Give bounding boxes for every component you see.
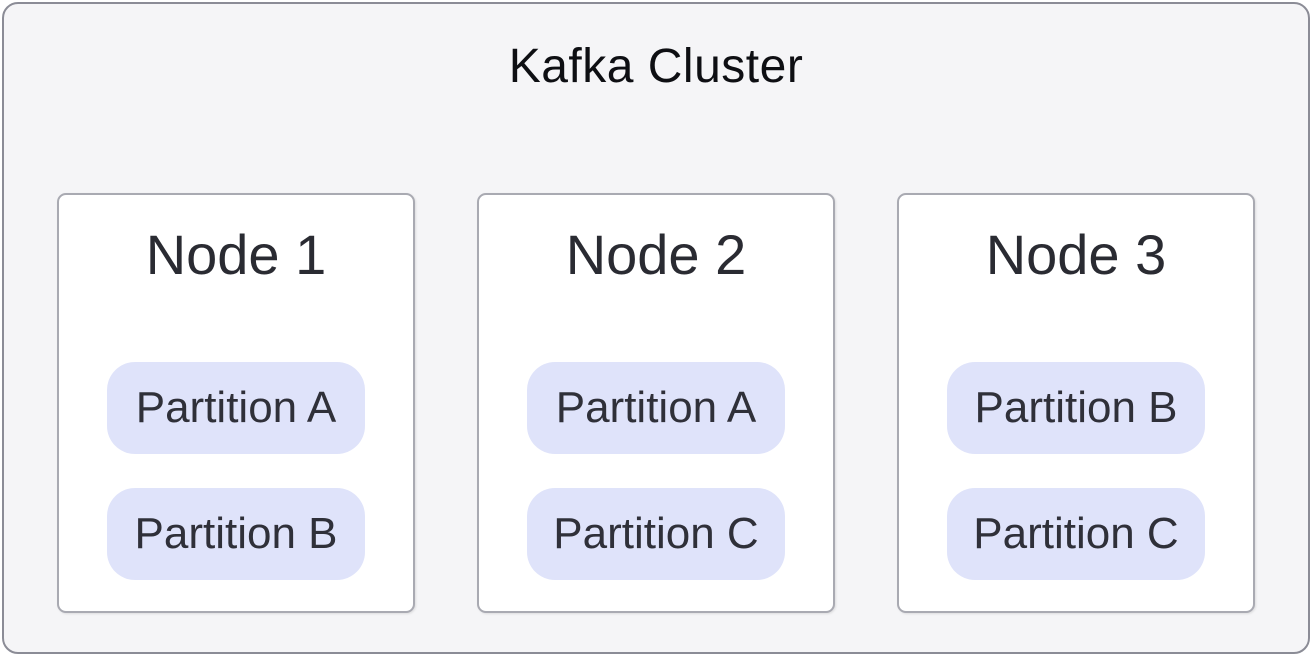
partition-list: Partition A Partition B <box>107 361 365 580</box>
node-title: Node 1 <box>145 222 327 286</box>
cluster-title: Kafka Cluster <box>508 40 804 93</box>
node-title: Node 2 <box>565 222 747 286</box>
node-card-1: Node 1 Partition A Partition B <box>57 192 415 613</box>
node-title: Node 3 <box>985 222 1167 286</box>
partition-pill: Partition C <box>527 487 785 580</box>
partition-list: Partition B Partition C <box>947 361 1205 580</box>
partition-pill: Partition A <box>107 361 365 454</box>
partition-list: Partition A Partition C <box>527 361 785 580</box>
node-card-3: Node 3 Partition B Partition C <box>897 192 1255 613</box>
partition-pill: Partition B <box>107 487 365 580</box>
partition-pill: Partition A <box>527 361 785 454</box>
nodes-row: Node 1 Partition A Partition B Node 2 Pa… <box>4 192 1308 613</box>
partition-pill: Partition C <box>947 487 1205 580</box>
node-card-2: Node 2 Partition A Partition C <box>477 192 835 613</box>
partition-pill: Partition B <box>947 361 1205 454</box>
